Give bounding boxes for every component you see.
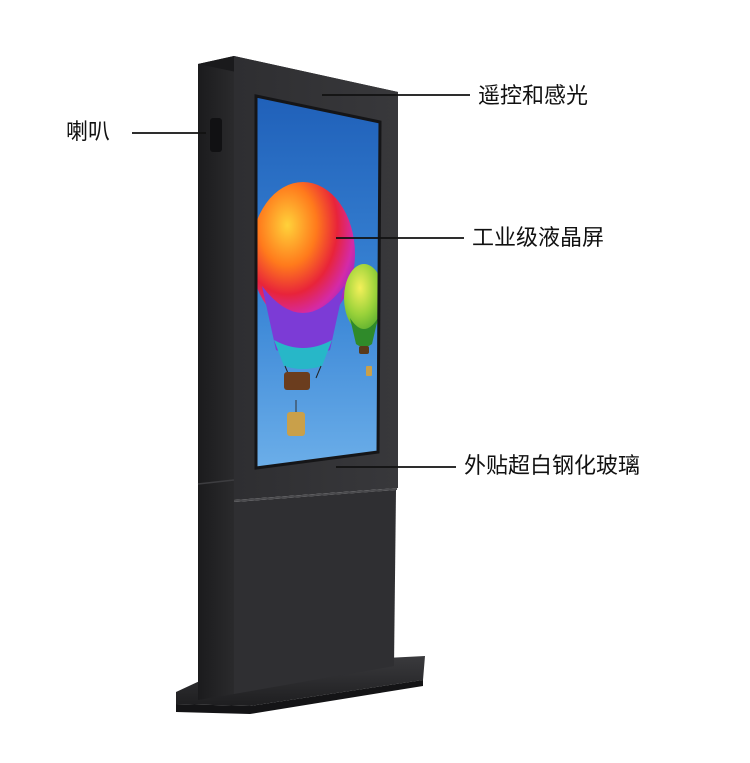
cabinet-side-seam (197, 479, 235, 485)
speaker-grille (210, 118, 222, 152)
callout-remote-sensor: 遥控和感光 (478, 84, 589, 109)
cabinet-front-lower (234, 490, 396, 694)
hot-air-balloon-large (256, 182, 355, 390)
screen-bezel-outline (254, 94, 382, 470)
callout-lcd-screen: 工业级液晶屏 (472, 226, 605, 251)
balloon-basket-small (287, 400, 305, 436)
cabinet-side (198, 56, 234, 700)
callout-tempered-glass: 外贴超白钢化玻璃 (464, 454, 641, 479)
callout-speaker: 喇叭 (66, 120, 111, 145)
lcd-screen (256, 96, 380, 468)
cabinet-front-seam (233, 488, 398, 502)
base-plate-edge (176, 680, 423, 714)
hot-air-balloon-small (344, 264, 380, 376)
